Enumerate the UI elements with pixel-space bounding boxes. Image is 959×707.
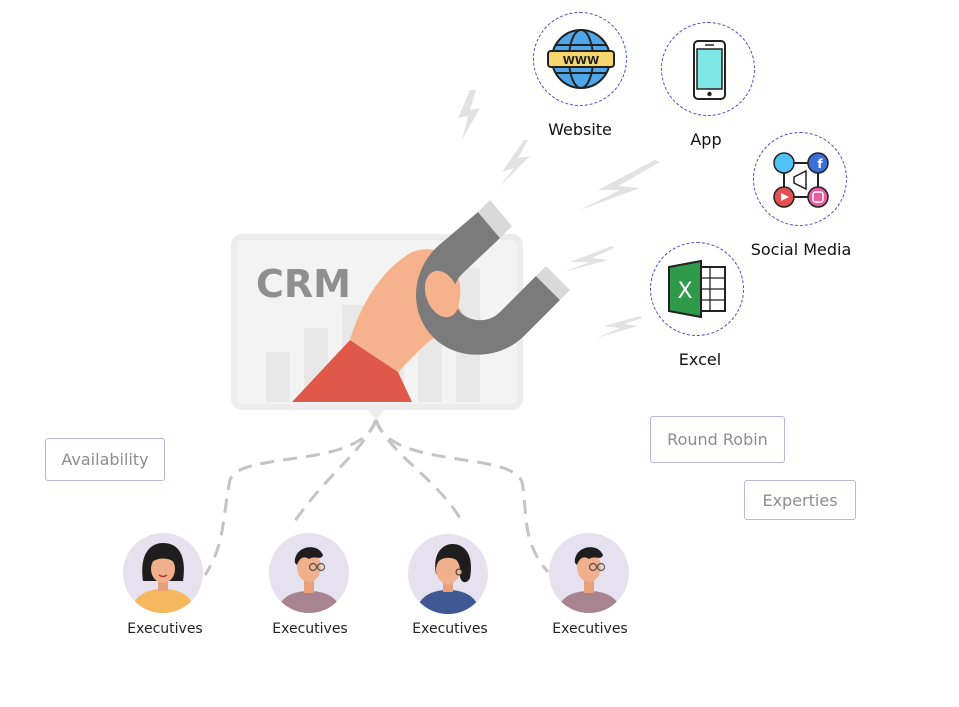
man-avatar-icon [557,547,621,613]
source-label-excel: Excel [678,350,722,369]
executive-label-3: Executives [412,621,488,637]
executive-avatar-2 [269,533,349,613]
source-excel: X [650,242,744,336]
svg-text:WWW: WWW [563,54,599,67]
tag-availability: Availability [45,438,165,481]
executive-avatar-4 [549,533,629,613]
executive-label-4: Executives [552,621,628,637]
lightning-bolts [458,90,660,338]
woman-headset-avatar-icon [416,544,480,614]
svg-text:X: X [677,279,692,304]
social-media-icon: f [773,152,829,208]
source-website: WWW [533,12,627,106]
tag-round-robin: Round Robin [650,416,785,463]
smartphone-icon [693,40,726,100]
executive-avatar-3 [408,534,488,614]
executive-label-2: Executives [272,621,348,637]
woman-avatar-icon [131,543,195,613]
magnet-icon [416,200,570,355]
man-avatar-icon [277,547,341,613]
source-label-website: Website [548,120,612,139]
executive-avatar-1 [123,533,203,613]
globe-www-icon: WWW [547,29,615,89]
excel-icon: X [668,259,726,319]
source-label-social-media: Social Media [750,240,852,259]
source-app [661,22,755,116]
source-social-media: f [753,132,847,226]
crm-title: CRM [256,262,351,306]
tag-experties: Experties [744,480,856,520]
svg-text:f: f [817,157,823,171]
connector-lines [203,419,550,576]
source-label-app: App [690,130,722,149]
executive-label-1: Executives [127,621,203,637]
